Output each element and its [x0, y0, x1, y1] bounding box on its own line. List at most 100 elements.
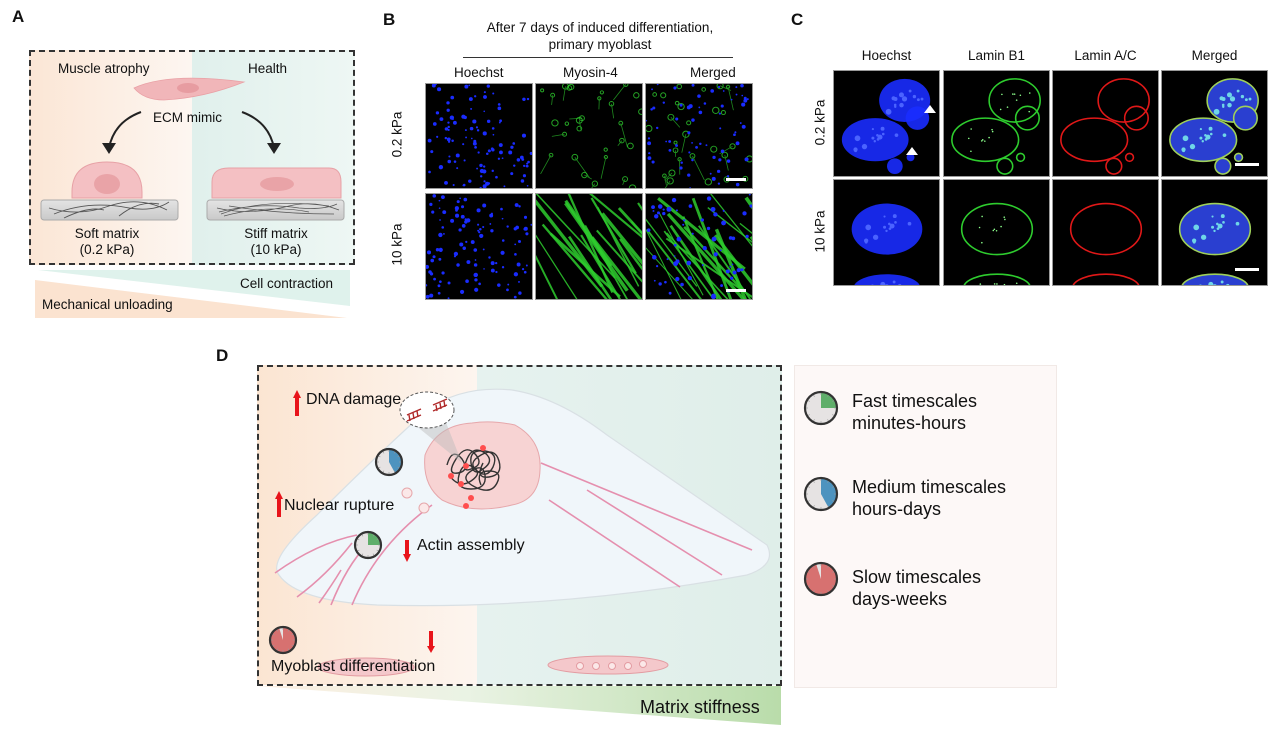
panel-c-col-laminac: Lamin A/C [1074, 48, 1137, 63]
panel-c-row-stiff: 10 kPa [812, 210, 828, 253]
down-arrow-icon [429, 631, 433, 648]
microscopy-texture [1169, 78, 1259, 175]
panel-b-row-stiff: 10 kPa [389, 223, 405, 266]
clock-fill [821, 478, 837, 509]
stiff-matrix-label: Stiff matrix (10 kPa) [226, 226, 326, 258]
chromatin-icon [446, 449, 501, 491]
scale-bar [726, 289, 746, 292]
soft-matrix-dish-icon [40, 199, 179, 221]
microscopy-texture [426, 194, 532, 299]
ecm-mimic-label: ECM mimic [153, 110, 222, 125]
timescale-legend: Fast timescales minutes-hours Medium tim… [794, 365, 1057, 688]
panel-b-row-soft: 0.2 kPa [389, 111, 405, 158]
panel-a-box: Muscle atrophy Health ECM mimic Soft mat… [29, 50, 355, 265]
down-arrow-icon [405, 540, 409, 556]
clock-fill [368, 532, 381, 545]
b-myosin-soft-image [535, 83, 643, 189]
medium-timescale-clock-icon [374, 447, 404, 477]
red-arrows [275, 390, 435, 653]
panel-b-title-line1: After 7 days of induced differentiation, [486, 20, 714, 35]
cell-contraction-label: Cell contraction [240, 276, 334, 291]
panel-b-title: After 7 days of induced differentiation,… [455, 19, 745, 53]
scale-bar [1235, 163, 1259, 166]
c-laminb1-soft-image [943, 70, 1050, 177]
panel-b-title-line2: primary myoblast [548, 37, 652, 52]
panel-a-dashed-border [29, 50, 355, 265]
b-hoechst-stiff-image [425, 193, 533, 300]
clock-fill [269, 627, 296, 653]
up-arrow-icon [295, 396, 299, 416]
mechanical-unloading-label: Mechanical unloading [42, 297, 173, 312]
stiff-matrix-stiffness: (10 kPa) [250, 242, 302, 257]
microscopy-texture [646, 84, 752, 188]
mechanical-unloading-wedge [35, 280, 347, 318]
myoblast-differentiation-label: Myoblast differentiation [271, 658, 436, 675]
panel-b-col-myosin: Myosin-4 [563, 65, 618, 80]
stiff-matrix-name: Stiff matrix [244, 226, 308, 241]
matrix-stiffness-wedge [257, 686, 781, 725]
c-hoechst-soft-image [833, 70, 940, 177]
fast-timescale-clock-icon [353, 530, 383, 560]
legend-slow-range: days-weeks [852, 589, 948, 609]
dna-damage-label: DNA damage [306, 391, 402, 408]
panel-b-title-rule [463, 57, 733, 58]
legend-medium-range: hours-days [852, 499, 942, 519]
panel-a-letter: A [12, 7, 25, 26]
b-merged-stiff-image [645, 193, 753, 300]
b-myosin-stiff-image [535, 193, 643, 300]
panel-b-letter: B [383, 10, 396, 29]
microscopy-texture [1069, 202, 1143, 285]
muscle-atrophy-label: Muscle atrophy [58, 61, 150, 76]
cell-contraction-wedge [38, 270, 350, 306]
microscopy-texture [536, 194, 642, 299]
myotube-nuclei [576, 660, 647, 670]
soft-matrix-stiffness: (0.2 kPa) [79, 242, 135, 257]
panel-c-col-laminb1: Lamin B1 [967, 48, 1026, 63]
panel-c-col-hoechst: Hoechst [861, 48, 912, 63]
panel-c-col-merged: Merged [1191, 48, 1238, 63]
c-merged-stiff-image [1161, 179, 1268, 286]
b-merged-soft-image [645, 83, 753, 189]
rupture-arrowheads-icon [906, 105, 936, 155]
microscopy-texture [1060, 78, 1150, 175]
scale-bar [1235, 268, 1259, 271]
c-laminac-stiff-image [1052, 179, 1159, 286]
up-arrow-icon [277, 497, 281, 517]
scale-bar [726, 178, 746, 181]
microscopy-texture [960, 202, 1034, 285]
soft-matrix-label: Soft matrix (0.2 kPa) [57, 226, 157, 258]
legend-medium-title: Medium timescales [852, 477, 1007, 497]
microscopy-texture [427, 84, 532, 188]
legend-fast-title: Fast timescales [852, 391, 978, 411]
microscopy-texture [851, 203, 923, 285]
panel-a-gradient-wedges [35, 270, 350, 318]
legend-item-slow: Slow timescales days-weeks [852, 566, 981, 610]
microscopy-texture [540, 84, 642, 188]
medium-timescale-clock-icon [803, 476, 839, 512]
microscopy-texture [1178, 202, 1252, 285]
soft-matrix-name: Soft matrix [74, 226, 140, 241]
actin-assembly-label: Actin assembly [417, 537, 525, 554]
nuclear-bleb-icon [418, 502, 430, 514]
panel-b-col-hoechst: Hoechst [454, 65, 504, 80]
fast-timescale-clock-icon [803, 390, 839, 426]
dna-damage-foci-icon [448, 445, 486, 509]
panel-b-col-merged: Merged [690, 65, 736, 80]
c-hoechst-stiff-image [833, 179, 940, 286]
cell-nucleus-icon [177, 83, 199, 93]
slow-timescale-clock-icon [803, 561, 839, 597]
health-label: Health [248, 61, 288, 76]
nuclear-rupture-label: Nuclear rupture [284, 497, 395, 514]
microscopy-texture [841, 78, 931, 175]
broken-dna-icon [406, 398, 448, 422]
slow-timescale-clock-icon [268, 625, 298, 655]
panel-d-dashed-border [257, 365, 782, 686]
c-laminac-soft-image [1052, 70, 1159, 177]
c-laminb1-stiff-image [943, 179, 1050, 286]
legend-fast-range: minutes-hours [852, 413, 967, 433]
clock-fill [805, 563, 837, 595]
microscopy-texture [951, 78, 1041, 175]
myotube-icon [547, 655, 669, 675]
panel-c-letter: C [791, 10, 804, 29]
nuclear-bleb-icon [401, 487, 413, 499]
